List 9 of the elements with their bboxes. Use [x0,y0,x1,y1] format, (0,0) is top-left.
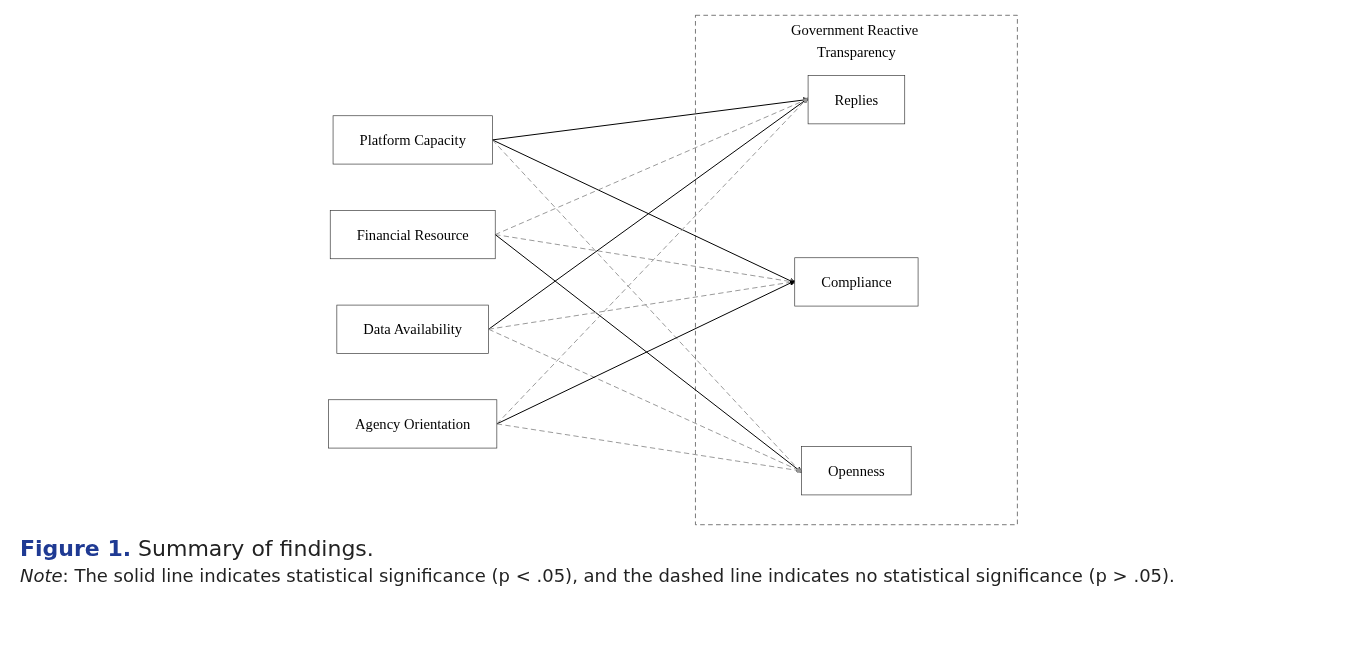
node-box: Compliance [794,257,919,307]
note-text: Note: The solid line indicates statistical significance (p < .05), and the dashed line indicates no statistical significance (p > .05). [20,565,1175,586]
figure-caption: Figure 1. Summary of findings. [20,536,374,561]
node-box: Data Availability [336,304,489,354]
node-box: Financial Resource [329,210,496,260]
node-box: Openness [801,446,912,496]
node-box: Replies [807,75,906,125]
node-box: Agency Orientation [328,399,498,449]
node-box: Platform Capacity [332,115,493,165]
